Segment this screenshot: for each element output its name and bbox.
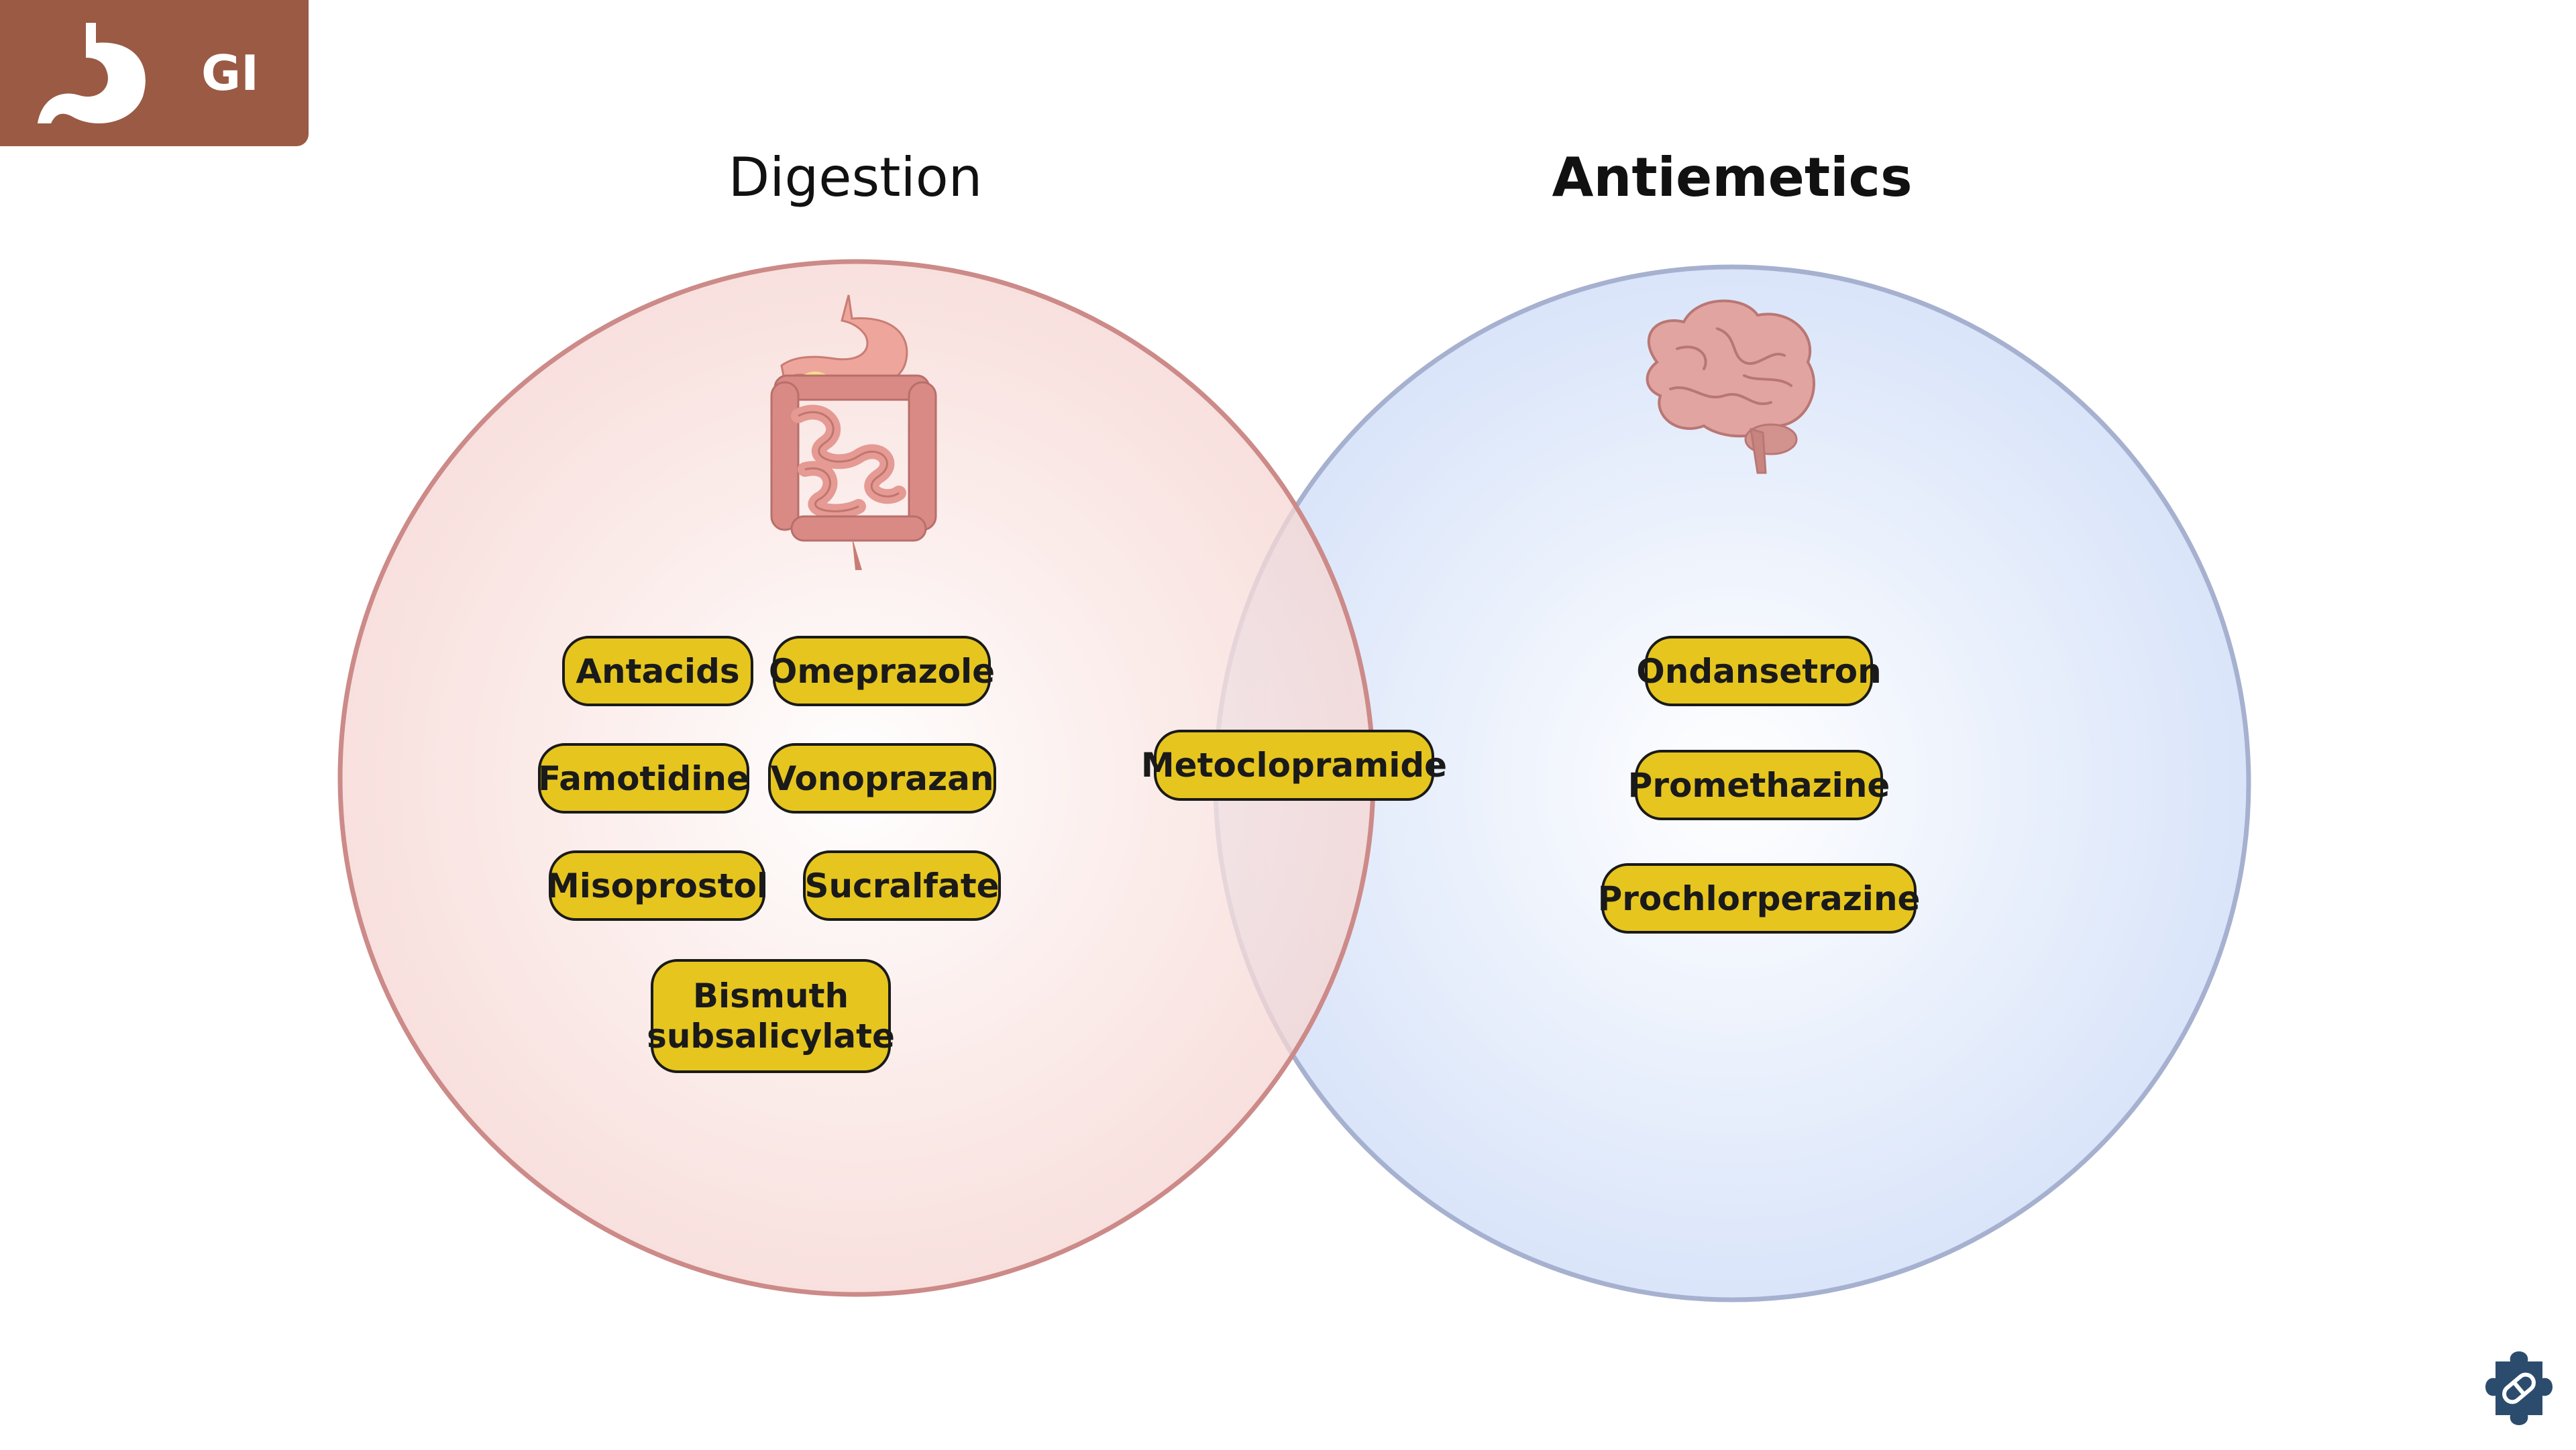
digestion-title: Digestion (728, 146, 983, 209)
brain-icon (1646, 299, 1815, 474)
drug-pill-promethazine: Promethazine (1628, 750, 1890, 820)
badge-label: GI (201, 45, 259, 101)
gi-badge: GI (0, 0, 309, 146)
drug-pill-famotidine: Famotidine (538, 743, 749, 814)
drug-pill-vonoprazan: Vonoprazan (768, 743, 996, 814)
stomach-icon (38, 23, 146, 123)
drug-pill-ondansetron: Ondansetron (1636, 636, 1882, 706)
puzzle-pill-icon (2485, 1351, 2553, 1425)
drug-pill-metoclopramide: Metoclopramide (1141, 730, 1447, 801)
antiemetics-title: Antiemetics (1552, 146, 1913, 209)
drug-pill-bismuth-subsalicylate: Bismuth subsalicylate (647, 959, 895, 1073)
digestive-tract-icon (770, 294, 937, 570)
drug-pill-prochlorperazine: Prochlorperazine (1598, 863, 1920, 934)
drug-pill-misoprostol: Misoprostol (546, 850, 768, 921)
drug-pill-sucralfate: Sucralfate (803, 850, 1001, 921)
drug-pill-antacids: Antacids (562, 636, 753, 706)
drug-pill-omeprazole: Omeprazole (769, 636, 995, 706)
